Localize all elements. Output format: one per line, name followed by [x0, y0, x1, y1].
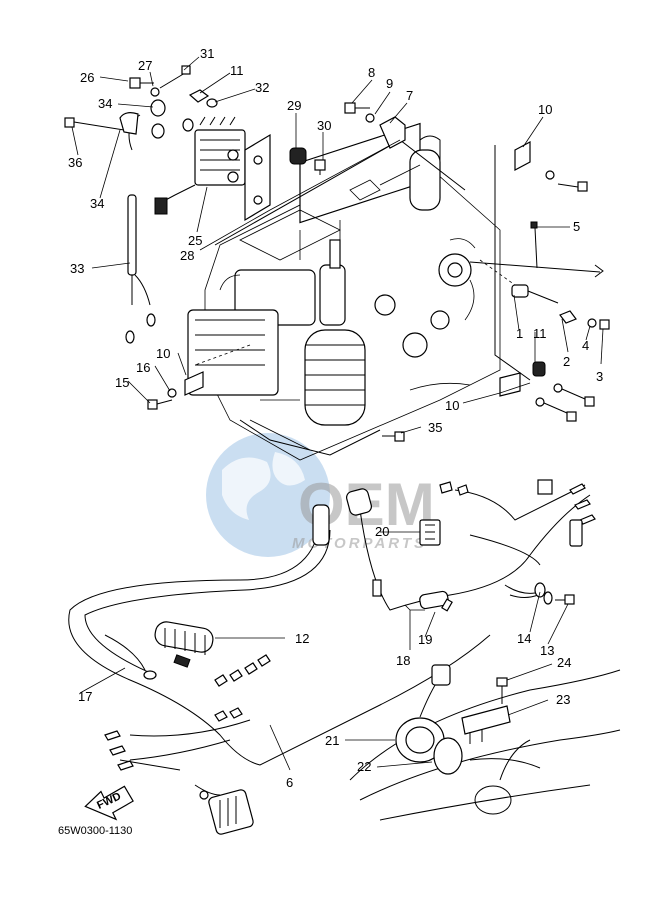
callout-30: 30 [317, 118, 331, 133]
coupler-20 [419, 519, 441, 546]
sleeve-12 [154, 621, 214, 655]
callout-11a: 11 [230, 63, 244, 78]
callout-12: 12 [295, 631, 309, 646]
leader-lines [71, 56, 604, 771]
callout-7: 7 [406, 88, 413, 103]
callout-9: 9 [386, 76, 393, 91]
callout-3: 3 [596, 369, 603, 384]
harness-terminals [104, 654, 271, 771]
ignition-coil-lead-33 [125, 114, 156, 344]
wire-36 [64, 117, 125, 131]
callout-32: 32 [255, 80, 269, 95]
bracket-10b [499, 372, 521, 397]
fwd-arrow-icon: FWD [84, 785, 134, 821]
washer-32 [206, 98, 218, 108]
callout-29: 29 [287, 98, 301, 113]
callout-21: 21 [325, 733, 339, 748]
callout-15: 15 [115, 375, 129, 390]
grommet-29 [289, 147, 307, 165]
callout-24: 24 [557, 655, 571, 670]
callout-5: 5 [573, 219, 580, 234]
bolt-35 [382, 431, 405, 442]
callout-26: 26 [80, 70, 94, 85]
bolt-10a [557, 181, 588, 192]
terminals-13-14 [504, 582, 575, 605]
callout-10c: 10 [445, 398, 459, 413]
grommet-11 [188, 89, 210, 103]
callout-13: 13 [540, 643, 554, 658]
bracket-10c [184, 371, 204, 396]
callout-10b: 10 [156, 346, 170, 361]
callout-34a: 34 [98, 96, 112, 111]
callout-6: 6 [286, 775, 293, 790]
bracket-28 [244, 133, 271, 222]
callout-2: 2 [563, 354, 570, 369]
callout-labels: 31 27 26 11 32 34 36 34 29 30 8 9 7 10 5… [68, 46, 603, 790]
screw-24 [496, 677, 508, 704]
grommet-21 [395, 664, 451, 763]
callout-28: 28 [180, 248, 194, 263]
drawing-code: 65W0300-1130 [58, 825, 132, 837]
fuse-holder-18 [419, 590, 453, 612]
callout-35: 35 [428, 420, 442, 435]
connector-6 [199, 789, 254, 835]
callout-19: 19 [418, 632, 432, 647]
callout-14: 14 [517, 631, 531, 646]
nut-3 [599, 319, 610, 330]
connectors-top-right [439, 479, 596, 547]
callout-8: 8 [368, 65, 375, 80]
cable-1 [469, 261, 604, 304]
bracket-10a [514, 141, 531, 171]
callout-18: 18 [396, 653, 410, 668]
callout-33: 33 [70, 261, 84, 276]
housing-outline [349, 669, 621, 821]
band-5 [530, 221, 538, 269]
engine-block [187, 122, 501, 461]
spark-plug-cap-34 [119, 99, 194, 139]
callout-11b: 11 [533, 326, 547, 341]
screw-26 [129, 77, 154, 89]
callout-23: 23 [556, 692, 570, 707]
callout-22: 22 [357, 759, 371, 774]
collar-30 [314, 159, 326, 175]
cover-23 [461, 705, 511, 744]
bolt-31 [159, 65, 191, 89]
washer-10a [545, 170, 555, 180]
bolts-10b [535, 383, 595, 422]
washer-9 [365, 113, 375, 123]
callout-25: 25 [188, 233, 202, 248]
bolt-15 [147, 399, 173, 410]
callout-17: 17 [78, 689, 92, 704]
washer-27 [150, 87, 160, 97]
washer-4 [587, 318, 597, 328]
cdi-unit [154, 116, 246, 215]
seal-22 [433, 737, 463, 775]
callout-34b: 34 [90, 196, 104, 211]
callout-1: 1 [516, 326, 523, 341]
watermark-subtitle: MOTORPARTS [292, 535, 427, 552]
callout-31: 31 [200, 46, 214, 61]
grommet-11b [532, 361, 546, 377]
clip-2 [559, 310, 577, 324]
callout-10a: 10 [538, 102, 552, 117]
callout-27: 27 [138, 58, 152, 73]
callout-4: 4 [582, 338, 589, 353]
callout-16: 16 [136, 360, 150, 375]
connector-plug [312, 488, 382, 597]
bolt-8 [344, 102, 370, 114]
lead-17 [104, 634, 191, 680]
callout-36: 36 [68, 155, 82, 170]
callout-20: 20 [375, 524, 389, 539]
